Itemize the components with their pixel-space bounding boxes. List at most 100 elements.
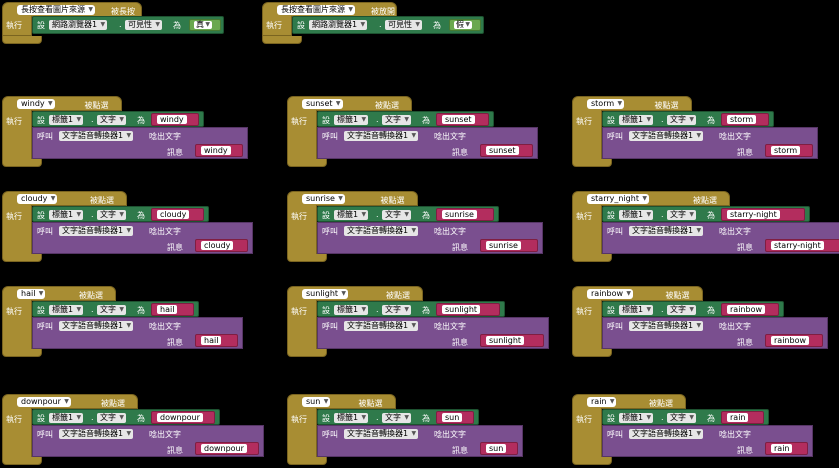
tts-component-dropdown[interactable]: 文字語音轉換器1▼ xyxy=(344,429,419,439)
event-header[interactable]: windy▼ 被點選 xyxy=(2,96,122,111)
set-block[interactable]: 設 網路瀏覽器1▼ . 可見性▼ 為 假▼ xyxy=(292,16,484,34)
boolean-dropdown[interactable]: 假▼ xyxy=(454,21,472,29)
speak-string-block[interactable]: starry-night xyxy=(765,239,839,252)
boolean-block[interactable]: 真▼ xyxy=(189,19,221,31)
button-click-block-rainbow[interactable]: rainbow▼ 被點選 執行 設 標籤1▼ . 文字▼ 為 rainbow 呼… xyxy=(572,286,839,358)
text-string-value[interactable]: rainbow xyxy=(727,305,765,314)
label-component-dropdown[interactable]: 標籤1▼ xyxy=(334,305,369,315)
speak-string-value[interactable]: hail xyxy=(201,336,222,345)
text-string-value[interactable]: hail xyxy=(157,305,178,314)
text-string-block[interactable]: sunrise xyxy=(436,208,495,221)
tts-component-dropdown[interactable]: 文字語音轉換器1▼ xyxy=(629,131,704,141)
text-string-value[interactable]: rain xyxy=(727,413,749,422)
speak-call-block[interactable]: 呼叫 文字語音轉換器1▼ 唸出文字 訊息 cloudy xyxy=(32,222,254,254)
speak-call-block[interactable]: 呼叫 文字語音轉換器1▼ 唸出文字 訊息 rainbow xyxy=(602,317,829,349)
tts-component-dropdown[interactable]: 文字語音轉換器1▼ xyxy=(344,131,419,141)
event-header[interactable]: hail▼ 被點選 xyxy=(2,286,116,301)
text-string-block[interactable]: rain xyxy=(721,411,764,424)
label-component-dropdown[interactable]: 標籤1▼ xyxy=(49,210,84,220)
event-header[interactable]: sunset▼ 被點選 xyxy=(287,96,412,111)
set-label-text-block[interactable]: 設 標籤1▼ . 文字▼ 為 windy xyxy=(32,111,204,127)
speak-call-block[interactable]: 呼叫 文字語音轉換器1▼ 唸出文字 訊息 hail xyxy=(32,317,243,349)
button-click-block-cloudy[interactable]: cloudy▼ 被點選 執行 設 標籤1▼ . 文字▼ 為 cloudy 呼叫 … xyxy=(2,191,272,263)
speak-string-value[interactable]: rainbow xyxy=(771,336,809,345)
set-label-text-block[interactable]: 設 標籤1▼ . 文字▼ 為 rainbow xyxy=(602,301,785,317)
text-property-dropdown[interactable]: 文字▼ xyxy=(667,115,696,125)
text-property-dropdown[interactable]: 文字▼ xyxy=(382,115,411,125)
button-dropdown[interactable]: storm▼ xyxy=(587,99,625,109)
label-component-dropdown[interactable]: 標籤1▼ xyxy=(49,413,84,423)
text-string-value[interactable]: sun xyxy=(442,413,463,422)
label-component-dropdown[interactable]: 標籤1▼ xyxy=(619,210,654,220)
speak-call-block[interactable]: 呼叫 文字語音轉換器1▼ 唸出文字 訊息 starry-night xyxy=(602,222,839,254)
button-dropdown[interactable]: hail▼ xyxy=(17,289,46,299)
button-click-block-sunlight[interactable]: sunlight▼ 被點選 執行 設 標籤1▼ . 文字▼ 為 sunlight… xyxy=(287,286,557,358)
text-property-dropdown[interactable]: 文字▼ xyxy=(97,115,126,125)
label-component-dropdown[interactable]: 標籤1▼ xyxy=(334,210,369,220)
text-string-value[interactable]: sunset xyxy=(442,115,475,124)
text-string-block[interactable]: downpour xyxy=(151,411,215,424)
text-string-value[interactable]: cloudy xyxy=(157,210,190,219)
label-component-dropdown[interactable]: 標籤1▼ xyxy=(334,115,369,125)
text-string-value[interactable]: windy xyxy=(157,115,187,124)
label-component-dropdown[interactable]: 標籤1▼ xyxy=(619,115,654,125)
speak-call-block[interactable]: 呼叫 文字語音轉換器1▼ 唸出文字 訊息 sunset xyxy=(317,127,539,159)
speak-call-block[interactable]: 呼叫 文字語音轉換器1▼ 唸出文字 訊息 storm xyxy=(602,127,818,159)
button-dropdown[interactable]: sunrise▼ xyxy=(302,194,345,204)
speak-string-block[interactable]: sunlight xyxy=(480,334,544,347)
text-property-dropdown[interactable]: 文字▼ xyxy=(97,413,126,423)
speak-string-block[interactable]: sun xyxy=(480,442,518,455)
set-label-text-block[interactable]: 設 標籤1▼ . 文字▼ 為 cloudy xyxy=(32,206,210,222)
long-press-event-block[interactable]: 長按查看圖片來源▼ 被長按 執行 設 網路瀏覽器1▼ . 可見性▼ 為 真▼ xyxy=(2,2,232,44)
event-header[interactable]: rainbow▼ 被點選 xyxy=(572,286,703,301)
speak-call-block[interactable]: 呼叫 文字語音轉換器1▼ 唸出文字 訊息 sun xyxy=(317,425,523,457)
event-header[interactable]: 長按查看圖片來源▼ 被放開 xyxy=(262,2,397,17)
speak-string-value[interactable]: storm xyxy=(771,146,801,155)
button-dropdown[interactable]: rainbow▼ xyxy=(587,289,633,299)
speak-string-block[interactable]: sunset xyxy=(480,144,534,157)
event-header[interactable]: starry_night▼ 被點選 xyxy=(572,191,730,206)
set-label-text-block[interactable]: 設 標籤1▼ . 文字▼ 為 starry-night xyxy=(602,206,811,222)
label-component-dropdown[interactable]: 標籤1▼ xyxy=(619,413,654,423)
release-event-block[interactable]: 長按查看圖片來源▼ 被放開 執行 設 網路瀏覽器1▼ . 可見性▼ 為 假▼ xyxy=(262,2,492,44)
event-header[interactable]: downpour▼ 被點選 xyxy=(2,394,138,409)
button-dropdown[interactable]: sun▼ xyxy=(302,397,331,407)
tts-component-dropdown[interactable]: 文字語音轉換器1▼ xyxy=(344,321,419,331)
tts-component-dropdown[interactable]: 文字語音轉換器1▼ xyxy=(59,429,134,439)
tts-component-dropdown[interactable]: 文字語音轉換器1▼ xyxy=(59,321,134,331)
set-label-text-block[interactable]: 設 標籤1▼ . 文字▼ 為 downpour xyxy=(32,409,220,425)
speak-string-value[interactable]: windy xyxy=(201,146,231,155)
text-string-block[interactable]: sunlight xyxy=(436,303,500,316)
text-string-block[interactable]: starry-night xyxy=(721,208,806,221)
set-label-text-block[interactable]: 設 標籤1▼ . 文字▼ 為 sun xyxy=(317,409,479,425)
text-property-dropdown[interactable]: 文字▼ xyxy=(382,210,411,220)
text-string-value[interactable]: downpour xyxy=(157,413,203,422)
text-string-block[interactable]: hail xyxy=(151,303,194,316)
tts-component-dropdown[interactable]: 文字語音轉換器1▼ xyxy=(344,226,419,236)
speak-string-block[interactable]: sunrise xyxy=(480,239,539,252)
speak-string-block[interactable]: cloudy xyxy=(195,239,249,252)
button-dropdown[interactable]: rain▼ xyxy=(587,397,617,407)
speak-string-block[interactable]: rain xyxy=(765,442,808,455)
text-string-value[interactable]: starry-night xyxy=(727,210,780,219)
speak-string-value[interactable]: starry-night xyxy=(771,241,824,250)
component-dropdown[interactable]: 長按查看圖片來源▼ xyxy=(277,5,355,15)
text-string-block[interactable]: sun xyxy=(436,411,474,424)
event-header[interactable]: rain▼ 被點選 xyxy=(572,394,686,409)
set-property-dropdown[interactable]: 可見性▼ xyxy=(385,20,422,30)
label-component-dropdown[interactable]: 標籤1▼ xyxy=(49,305,84,315)
event-header[interactable]: cloudy▼ 被點選 xyxy=(2,191,127,206)
label-component-dropdown[interactable]: 標籤1▼ xyxy=(49,115,84,125)
text-property-dropdown[interactable]: 文字▼ xyxy=(667,210,696,220)
speak-string-value[interactable]: sun xyxy=(486,444,507,453)
button-click-block-rain[interactable]: rain▼ 被點選 執行 設 標籤1▼ . 文字▼ 為 rain 呼叫 文字語音… xyxy=(572,394,839,466)
button-click-block-downpour[interactable]: downpour▼ 被點選 執行 設 標籤1▼ . 文字▼ 為 downpour… xyxy=(2,394,272,466)
speak-string-value[interactable]: sunlight xyxy=(486,336,525,345)
speak-string-value[interactable]: rain xyxy=(771,444,793,453)
text-property-dropdown[interactable]: 文字▼ xyxy=(97,305,126,315)
boolean-block[interactable]: 假▼ xyxy=(449,19,481,31)
tts-component-dropdown[interactable]: 文字語音轉換器1▼ xyxy=(59,131,134,141)
button-click-block-sunrise[interactable]: sunrise▼ 被點選 執行 設 標籤1▼ . 文字▼ 為 sunrise 呼… xyxy=(287,191,557,263)
set-property-dropdown[interactable]: 可見性▼ xyxy=(125,20,162,30)
